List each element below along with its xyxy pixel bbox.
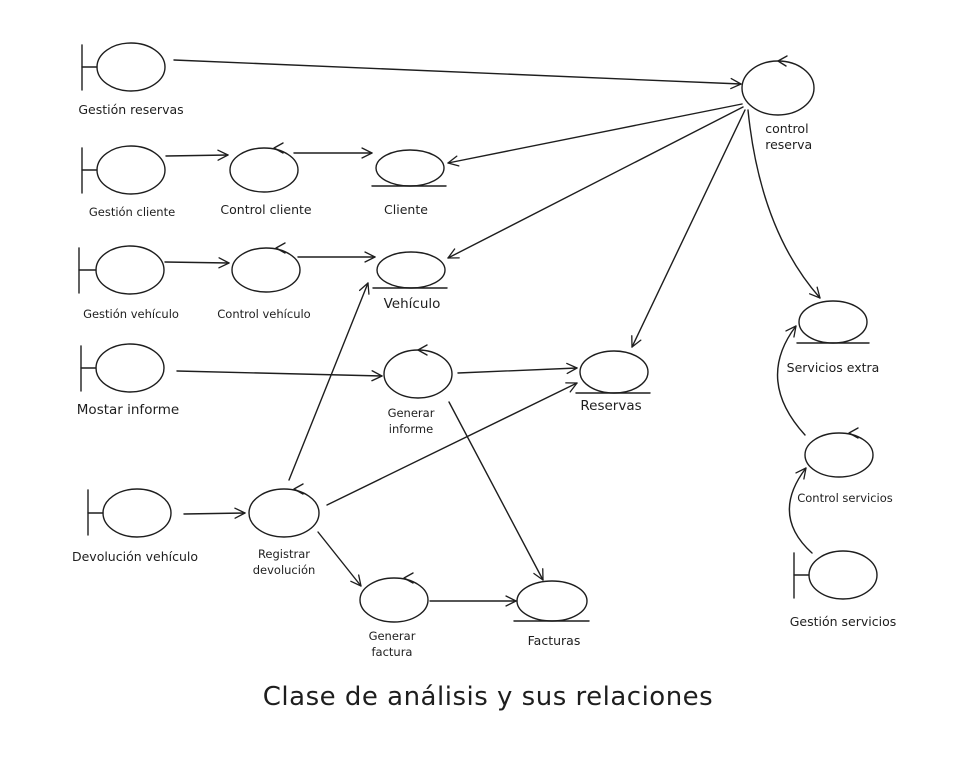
arrow-gestion-vehiculo-to-control-vehiculo	[164, 257, 230, 269]
label-gestion-servicios: Gestión servicios	[789, 614, 897, 629]
label-devolucion-vehiculo: Devolución vehículo	[71, 549, 199, 564]
label-facturas: Facturas	[527, 633, 581, 648]
label-registrar-devolucion: Registrar devolución	[252, 547, 316, 577]
label-control-cliente: Control cliente	[220, 202, 312, 217]
label-servicios-extra: Servicios extra	[786, 360, 880, 375]
label-gestion-vehiculo: Gestión vehículo	[83, 307, 179, 321]
boundary-gestion-servicios	[793, 550, 878, 600]
label-vehiculo: Vehículo	[383, 296, 441, 312]
label-control-vehiculo: Control vehículo	[217, 307, 311, 321]
control-control-cliente	[229, 142, 299, 193]
control-generar-factura	[359, 572, 429, 623]
arrow-gestion-cliente-to-control-cliente	[165, 149, 229, 161]
arrow-control-reserva-to-vehiculo	[447, 106, 744, 259]
boundary-devolucion-vehiculo	[87, 488, 172, 538]
arrow-registrar-to-generar-factura	[317, 531, 362, 587]
label-generar-factura: Generar factura	[368, 629, 416, 659]
boundary-gestion-reservas	[81, 42, 166, 92]
label-reservas: Reservas	[580, 398, 642, 414]
label-gestion-cliente: Gestión cliente	[88, 205, 176, 219]
arrow-gestion-reservas-to-control-reserva	[173, 59, 742, 90]
diagram-title: Clase de análisis y sus relaciones	[262, 682, 714, 712]
boundary-mostar-informe	[80, 343, 165, 393]
label-control-reserva: control reserva	[765, 121, 813, 152]
arrow-registrar-to-reservas	[326, 382, 578, 506]
label-mostar-informe: Mostar informe	[76, 402, 180, 418]
control-control-servicios	[804, 427, 874, 478]
control-generar-informe	[383, 344, 453, 399]
control-control-vehiculo	[231, 242, 301, 293]
arrow-gestion-servicios-to-control-servicios	[788, 467, 813, 554]
arrow-generar-informe-to-facturas	[448, 401, 544, 581]
entity-reservas	[575, 350, 651, 394]
boundary-gestion-cliente	[81, 145, 166, 195]
arrow-control-reserva-to-reservas	[631, 109, 746, 348]
label-control-servicios: Control servicios	[797, 491, 893, 505]
arrow-devolucion-to-registrar	[183, 507, 246, 519]
arrow-control-servicios-to-servicios-extra	[776, 325, 806, 436]
entity-vehiculo	[372, 251, 448, 289]
arrow-registrar-to-vehiculo	[288, 282, 370, 481]
entity-cliente	[371, 149, 447, 187]
boundary-gestion-vehiculo	[78, 245, 165, 295]
entity-servicios-extra	[796, 300, 870, 344]
arrow-control-reserva-to-cliente	[447, 103, 743, 167]
entity-facturas	[513, 580, 590, 622]
arrow-control-reserva-to-servicios-extra	[747, 109, 821, 299]
control-registrar-devolucion	[248, 483, 320, 538]
control-control-reserva	[741, 55, 815, 116]
label-generar-informe: Generar informe	[387, 406, 435, 436]
label-cliente: Cliente	[384, 202, 428, 217]
arrow-mostar-informe-to-generar-informe	[176, 370, 383, 382]
label-gestion-reservas: Gestión reservas	[78, 102, 184, 117]
arrow-generar-informe-to-reservas	[457, 362, 578, 375]
